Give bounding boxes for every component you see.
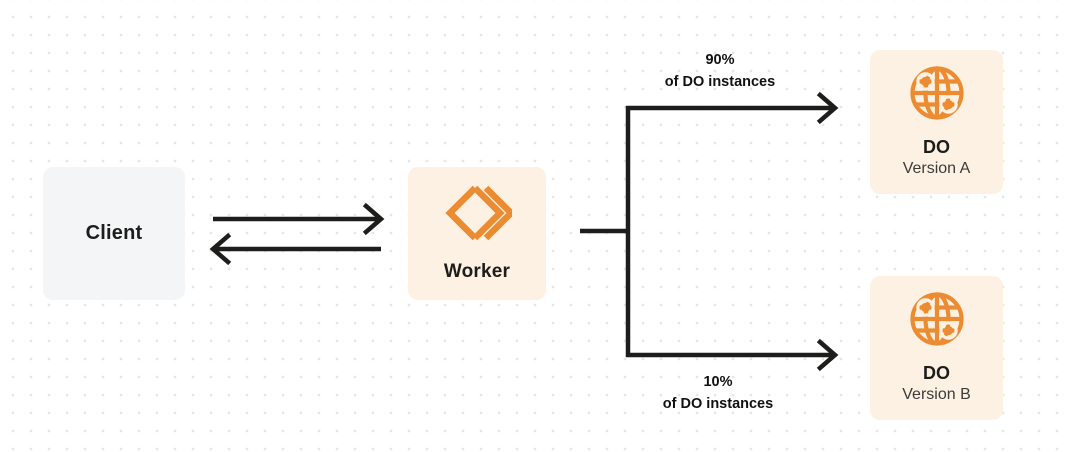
edge-description-do-a: of DO instances: [664, 73, 776, 90]
node-do-version-a: DO Version A: [870, 50, 1003, 194]
globe-icon: [908, 290, 966, 353]
globe-icon: [908, 64, 966, 127]
node-do-b-title: DO: [923, 363, 950, 384]
arrow-worker-to-client: [209, 232, 381, 266]
edge-label-do-b: 10% of DO instances: [618, 372, 818, 416]
edge-percent-do-b: 10%: [703, 374, 733, 390]
node-do-version-b: DO Version B: [870, 276, 1003, 420]
node-worker: Worker: [408, 167, 546, 300]
arrow-worker-to-do-split: [580, 91, 839, 372]
node-do-a-title: DO: [923, 137, 950, 158]
node-do-a-subtitle: Version A: [902, 159, 971, 177]
node-do-b-subtitle: Version B: [902, 385, 971, 403]
node-client-label: Client: [85, 222, 143, 244]
edge-label-do-a: 90% of DO instances: [620, 50, 820, 94]
node-client: Client: [43, 167, 185, 300]
node-worker-label: Worker: [443, 261, 511, 282]
edge-percent-do-a: 90%: [705, 52, 735, 68]
arrow-client-to-worker: [213, 202, 385, 236]
edge-description-do-b: of DO instances: [662, 395, 774, 412]
cloudflare-workers-icon: [442, 184, 516, 247]
